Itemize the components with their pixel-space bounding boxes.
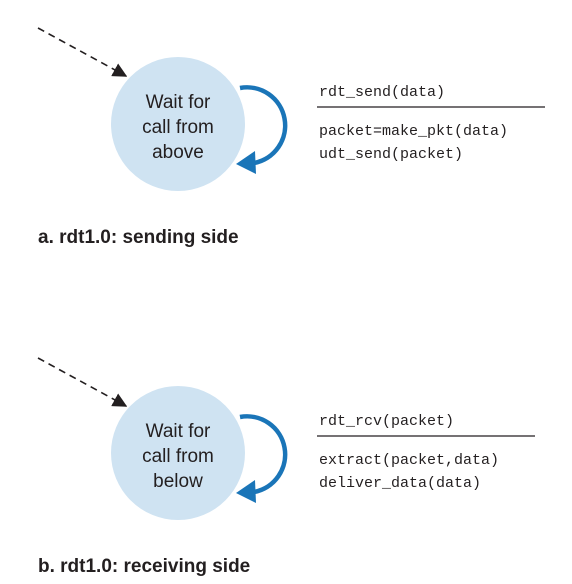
receiver-state-line-2: call from	[142, 446, 214, 467]
receiver-state-line-1: Wait for	[146, 421, 211, 442]
sender-action-2: udt_send(packet)	[319, 146, 463, 163]
receiver-event-label: rdt_rcv(packet)	[319, 413, 454, 430]
receiver-self-loop-arrow	[239, 414, 288, 495]
receiver-loop-arrowhead	[236, 480, 256, 503]
sender-caption: a. rdt1.0: sending side	[38, 227, 239, 248]
sender-action-1: packet=make_pkt(data)	[319, 123, 508, 140]
sender-initial-arrow	[37, 27, 128, 77]
receiver-fsm: Wait for call from below rdt_rcv(packet)…	[37, 357, 535, 577]
sender-self-loop-arrow	[239, 85, 288, 166]
receiver-state-line-3: below	[153, 471, 203, 492]
receiver-caption: b. rdt1.0: receiving side	[38, 556, 250, 577]
sender-state-line-2: call from	[142, 117, 214, 138]
receiver-action-1: extract(packet,data)	[319, 452, 499, 469]
sender-state-line-3: above	[152, 142, 204, 163]
receiver-initial-arrow	[37, 357, 128, 407]
sender-state-line-1: Wait for	[146, 92, 211, 113]
sender-loop-arrowhead	[236, 151, 256, 174]
sender-fsm: Wait for call from above rdt_send(data) …	[37, 27, 545, 248]
sender-event-label: rdt_send(data)	[319, 84, 445, 101]
sender-state-circle	[111, 57, 245, 191]
receiver-state-circle	[111, 386, 245, 520]
receiver-action-2: deliver_data(data)	[319, 475, 481, 492]
